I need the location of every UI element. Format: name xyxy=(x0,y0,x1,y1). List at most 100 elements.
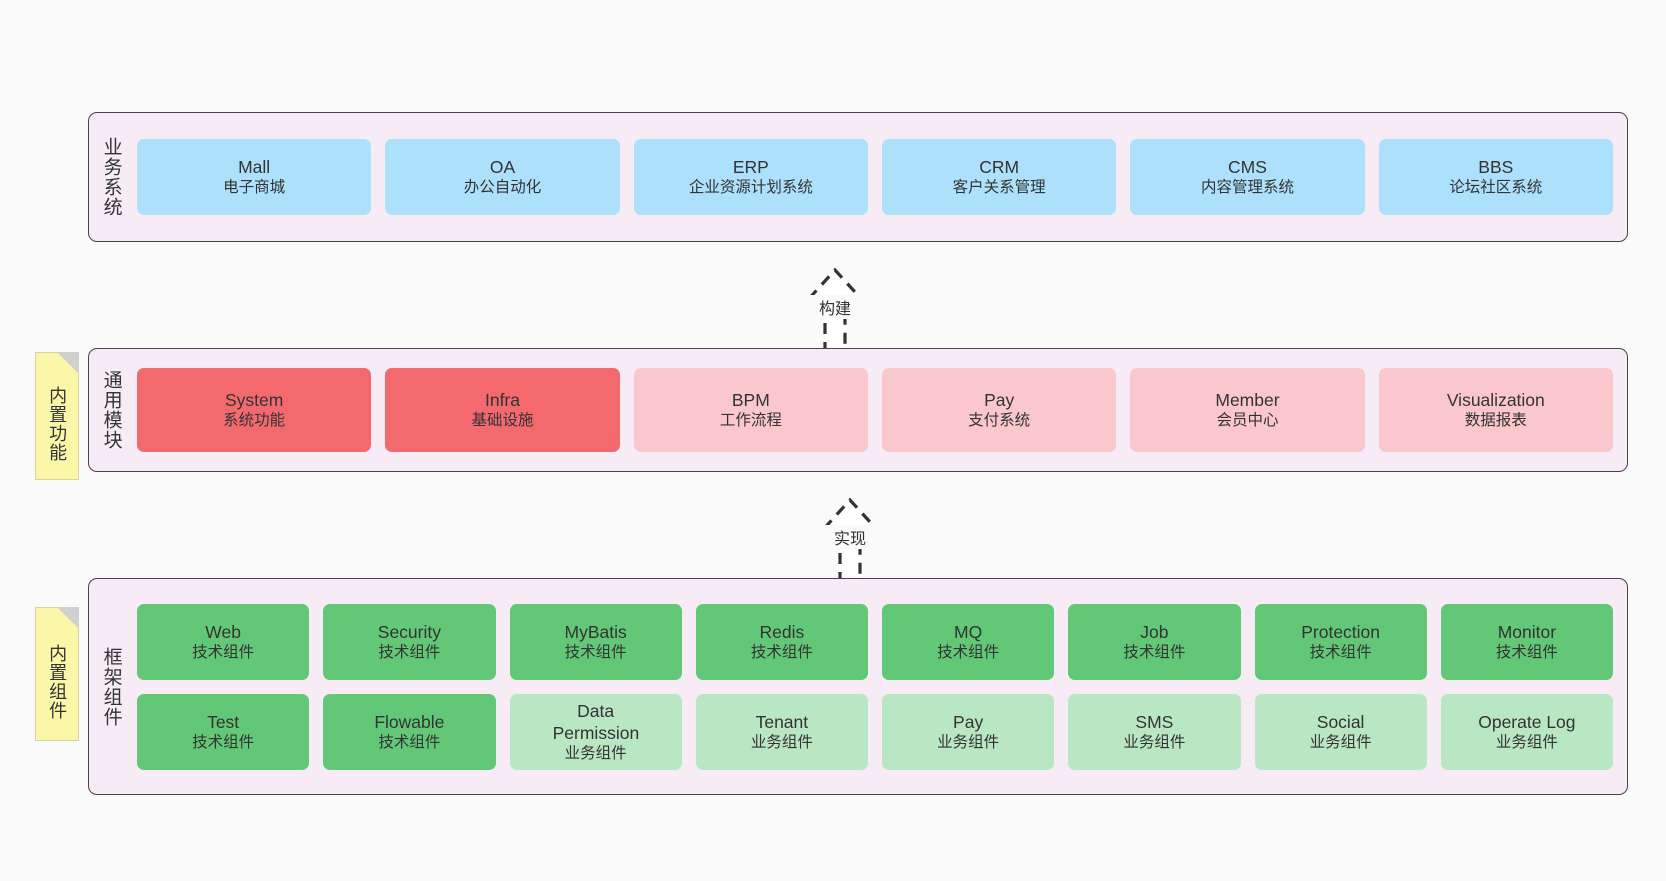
node-erp[interactable]: ERP 企业资源计划系统 xyxy=(633,139,868,215)
node-title: Operate Log xyxy=(1478,711,1576,732)
note-label: 内置组件 xyxy=(47,644,68,720)
connector-implement: 实现 xyxy=(770,488,930,588)
node-title: Test xyxy=(207,711,240,732)
node-row: Web 技术组件 Security 技术组件 MyBatis 技术组件 Redi… xyxy=(137,603,1613,680)
layer-framework-components: 框架组件 Web 技术组件 Security 技术组件 MyBatis 技术组件… xyxy=(88,578,1628,795)
node-operate-log[interactable]: Operate Log 业务组件 xyxy=(1440,693,1613,770)
node-subtitle: 业务组件 xyxy=(750,733,813,751)
node-subtitle: 客户关系管理 xyxy=(952,179,1046,197)
node-subtitle: 技术组件 xyxy=(192,733,255,751)
node-title: BPM xyxy=(731,390,770,411)
node-title: ERP xyxy=(732,157,769,178)
node-subtitle: 业务组件 xyxy=(1495,733,1558,751)
node-bbs[interactable]: BBS 论坛社区系统 xyxy=(1378,139,1613,215)
node-row: System 系统功能 Infra 基础设施 BPM 工作流程 Pay 支付系统… xyxy=(137,368,1613,452)
node-visualization[interactable]: Visualization 数据报表 xyxy=(1378,368,1613,452)
node-row: Test 技术组件 Flowable 技术组件 Data Permission … xyxy=(137,693,1613,770)
node-subtitle: 业务组件 xyxy=(564,744,627,762)
node-title: Data Permission xyxy=(552,700,640,743)
node-subtitle: 电子商城 xyxy=(223,179,286,197)
node-mq[interactable]: MQ 技术组件 xyxy=(882,603,1055,680)
node-job[interactable]: Job 技术组件 xyxy=(1068,603,1241,680)
node-title: System xyxy=(224,390,284,411)
node-subtitle: 技术组件 xyxy=(1123,643,1186,661)
node-sms[interactable]: SMS 业务组件 xyxy=(1068,693,1241,770)
node-tenant[interactable]: Tenant 业务组件 xyxy=(695,693,868,770)
node-infra[interactable]: Infra 基础设施 xyxy=(385,368,620,452)
node-title: Web xyxy=(205,621,241,642)
node-pay-component[interactable]: Pay 业务组件 xyxy=(882,693,1055,770)
layer-title-framework-components: 框架组件 xyxy=(100,646,122,727)
node-subtitle: 内容管理系统 xyxy=(1200,179,1294,197)
node-social[interactable]: Social 业务组件 xyxy=(1254,693,1427,770)
layer-business-systems: 业务系统 Mall 电子商城 OA 办公自动化 ERP 企业资源计划系统 CRM… xyxy=(88,112,1628,242)
node-subtitle: 数据报表 xyxy=(1464,412,1527,430)
node-title: Tenant xyxy=(755,711,809,732)
node-subtitle: 业务组件 xyxy=(1309,733,1372,751)
node-subtitle: 会员中心 xyxy=(1216,412,1279,430)
node-title: CRM xyxy=(979,157,1020,178)
node-subtitle: 技术组件 xyxy=(1495,643,1558,661)
node-monitor[interactable]: Monitor 技术组件 xyxy=(1440,603,1613,680)
node-title: CMS xyxy=(1228,157,1267,178)
node-cms[interactable]: CMS 内容管理系统 xyxy=(1130,139,1365,215)
node-subtitle: 技术组件 xyxy=(1309,643,1372,661)
node-title: Redis xyxy=(759,621,805,642)
node-title: Visualization xyxy=(1446,390,1545,411)
node-subtitle: 基础设施 xyxy=(471,412,534,430)
node-title: Social xyxy=(1316,711,1365,732)
node-subtitle: 支付系统 xyxy=(968,412,1031,430)
node-title: OA xyxy=(489,157,516,178)
node-member[interactable]: Member 会员中心 xyxy=(1130,368,1365,452)
node-title: Mall xyxy=(238,157,271,178)
node-subtitle: 技术组件 xyxy=(192,643,255,661)
node-web[interactable]: Web 技术组件 xyxy=(137,603,310,680)
connector-label: 构建 xyxy=(755,295,915,319)
node-row: Mall 电子商城 OA 办公自动化 ERP 企业资源计划系统 CRM 客户关系… xyxy=(137,139,1613,215)
layer-title-common-modules: 通用模块 xyxy=(100,370,122,450)
node-subtitle: 企业资源计划系统 xyxy=(688,179,813,197)
node-system[interactable]: System 系统功能 xyxy=(137,368,372,452)
node-test[interactable]: Test 技术组件 xyxy=(137,693,310,770)
node-subtitle: 技术组件 xyxy=(564,643,627,661)
node-protection[interactable]: Protection 技术组件 xyxy=(1254,603,1427,680)
node-mall[interactable]: Mall 电子商城 xyxy=(137,139,372,215)
node-security[interactable]: Security 技术组件 xyxy=(323,603,496,680)
node-flowable[interactable]: Flowable 技术组件 xyxy=(323,693,496,770)
node-subtitle: 办公自动化 xyxy=(463,179,542,197)
node-pay[interactable]: Pay 支付系统 xyxy=(881,368,1117,452)
layer-body-common-modules: System 系统功能 Infra 基础设施 BPM 工作流程 Pay 支付系统… xyxy=(133,349,1627,471)
layer-body-business-systems: Mall 电子商城 OA 办公自动化 ERP 企业资源计划系统 CRM 客户关系… xyxy=(133,113,1627,241)
node-subtitle: 工作流程 xyxy=(719,412,782,430)
node-data-permission[interactable]: Data Permission 业务组件 xyxy=(509,693,682,770)
connector-label: 实现 xyxy=(770,525,930,549)
node-title: Pay xyxy=(953,711,984,732)
node-title: Pay xyxy=(984,390,1015,411)
node-redis[interactable]: Redis 技术组件 xyxy=(695,603,868,680)
node-subtitle: 技术组件 xyxy=(750,643,813,661)
node-crm[interactable]: CRM 客户关系管理 xyxy=(881,139,1117,215)
note-builtin-features: 内置功能 xyxy=(35,352,79,480)
note-label: 内置功能 xyxy=(47,386,68,462)
node-bpm[interactable]: BPM 工作流程 xyxy=(633,368,868,452)
node-oa[interactable]: OA 办公自动化 xyxy=(385,139,620,215)
node-title: Security xyxy=(377,621,441,642)
node-subtitle: 技术组件 xyxy=(378,643,441,661)
note-builtin-components: 内置组件 xyxy=(35,607,79,741)
node-title: MyBatis xyxy=(564,621,627,642)
node-subtitle: 技术组件 xyxy=(937,643,1000,661)
layer-title-business-systems: 业务系统 xyxy=(100,137,122,217)
node-subtitle: 系统功能 xyxy=(223,412,286,430)
node-title: Infra xyxy=(484,390,520,411)
node-mybatis[interactable]: MyBatis 技术组件 xyxy=(509,603,682,680)
node-subtitle: 技术组件 xyxy=(378,733,441,751)
node-title: BBS xyxy=(1478,157,1514,178)
node-subtitle: 业务组件 xyxy=(1123,733,1186,751)
node-title: MQ xyxy=(954,621,983,642)
layer-body-framework-components: Web 技术组件 Security 技术组件 MyBatis 技术组件 Redi… xyxy=(133,579,1627,794)
node-title: Flowable xyxy=(374,711,445,732)
node-title: Job xyxy=(1140,621,1169,642)
node-title: SMS xyxy=(1135,711,1174,732)
node-title: Protection xyxy=(1301,621,1381,642)
